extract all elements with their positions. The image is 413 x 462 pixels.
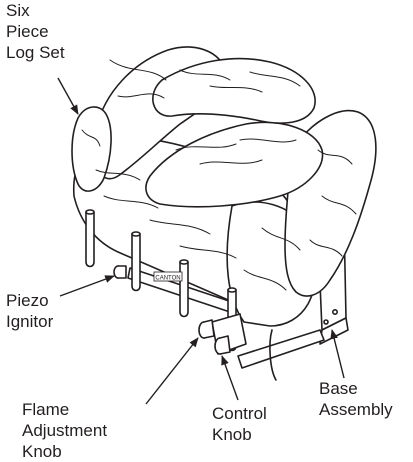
control-knob-label: Control Knob	[212, 403, 267, 445]
flame-adjustment-knob-label: Flame Adjustment Knob	[22, 399, 107, 462]
flame-knob-leader	[146, 338, 198, 404]
base-leader	[332, 330, 344, 378]
log-set-label: Six Piece Log Set	[6, 0, 65, 63]
flame-adjustment-knob	[199, 320, 214, 338]
piezo-leader	[60, 276, 114, 296]
piezo-ignitor	[114, 266, 126, 278]
base-assembly-label: Base Assembly	[319, 378, 393, 420]
control-knob	[215, 336, 230, 354]
brand-plate: CANTON	[154, 272, 182, 282]
brand-plate-text: CANTON	[155, 276, 180, 282]
piezo-ignitor-label: Piezo Ignitor	[6, 290, 53, 332]
log-set-leader	[58, 78, 78, 114]
control-knob-leader	[222, 356, 238, 400]
